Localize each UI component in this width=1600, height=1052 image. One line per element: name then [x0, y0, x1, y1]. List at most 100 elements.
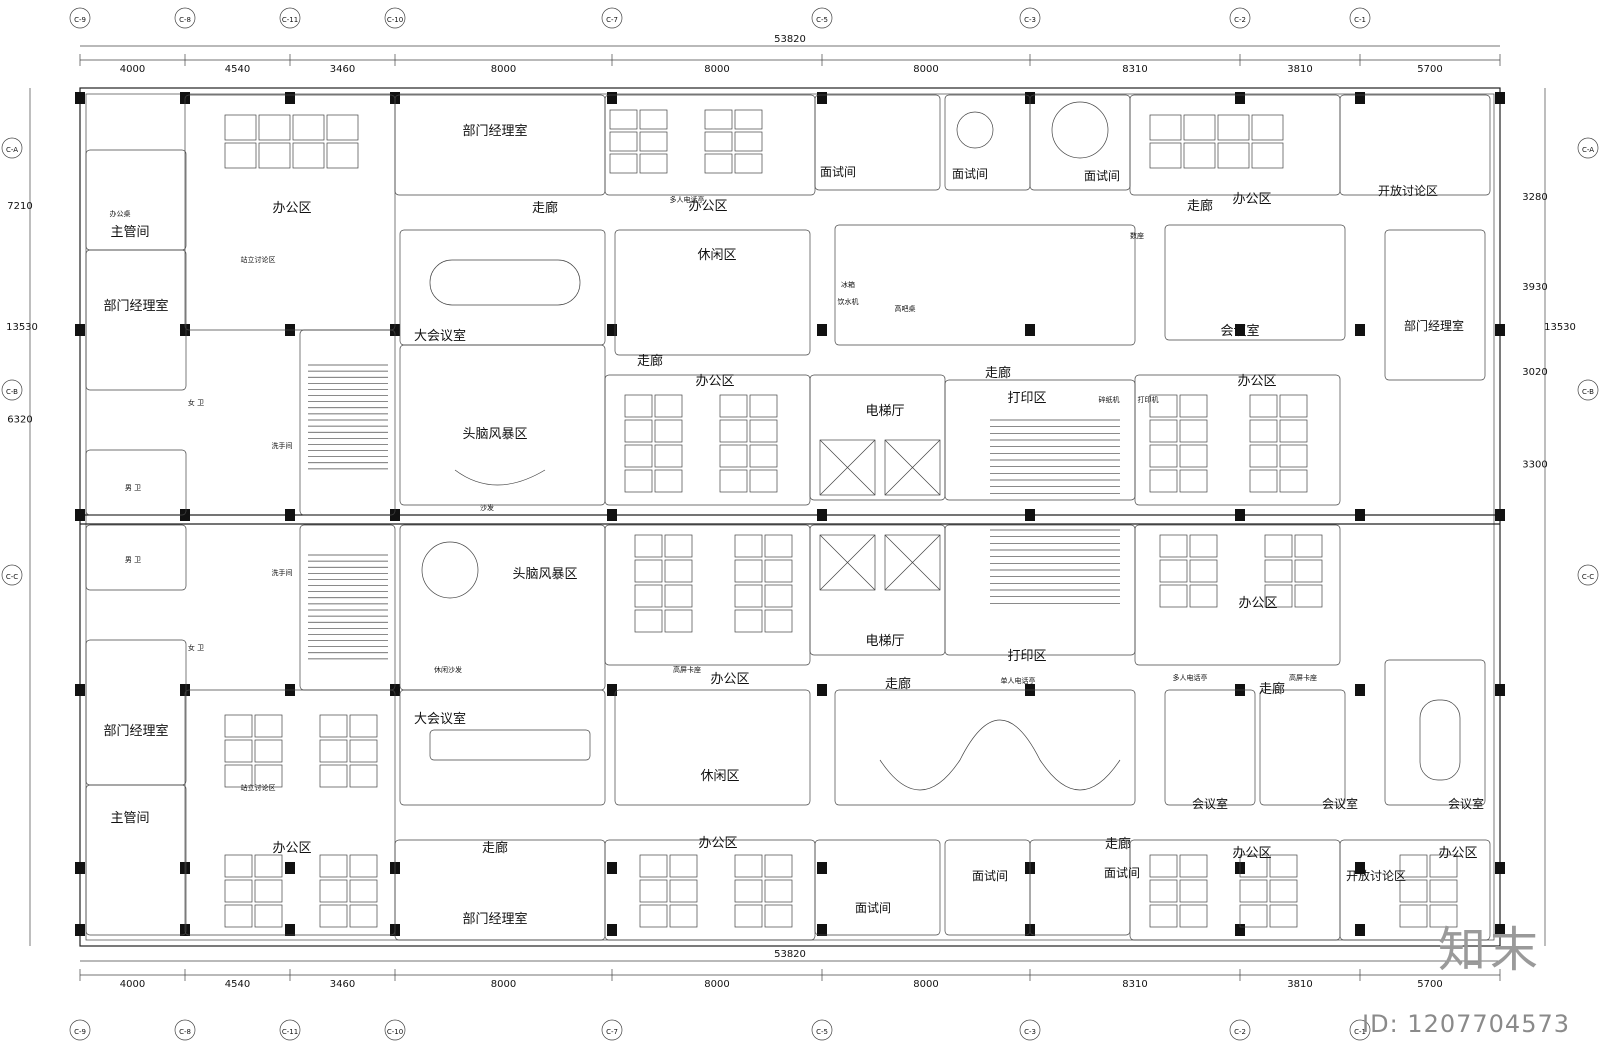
workstation [224, 879, 253, 903]
structural-column [1235, 924, 1245, 936]
workstation [1269, 879, 1298, 903]
structural-column [1495, 684, 1505, 696]
workstation [664, 584, 693, 608]
workstation [639, 879, 668, 903]
workstation [1179, 419, 1208, 443]
conference-table [429, 729, 591, 761]
room-label-elevator-top: 电梯厅 [865, 404, 904, 419]
workstation [254, 764, 283, 788]
workstation [1239, 854, 1268, 878]
axis-tag: C-8 [179, 16, 191, 24]
workstation [1279, 394, 1308, 418]
axis-tag: C-11 [282, 16, 298, 24]
conference-table [1419, 699, 1461, 781]
room-label-corridor-b: 走廊 [1187, 198, 1213, 214]
room-label-meeting-b2: 会议室 [1322, 796, 1358, 811]
axis-tag-circle [811, 7, 833, 29]
room-label-interview-3: 面试间 [1084, 168, 1120, 183]
dimension-bottom: 5700 [1417, 979, 1442, 990]
side-dimension: 3300 [1522, 460, 1547, 471]
workstation [319, 904, 348, 928]
elevator-cross [819, 534, 876, 591]
row-tag: C-A [6, 146, 18, 154]
row-tag-circle [1577, 137, 1599, 159]
workstation [634, 534, 663, 558]
workstation [224, 904, 253, 928]
workstation [664, 609, 693, 633]
round-table [956, 111, 994, 149]
workstation [734, 109, 763, 130]
workstation [258, 142, 291, 169]
workstation [704, 109, 733, 130]
watermark-brand: 知末 [1437, 922, 1542, 978]
structural-column [1495, 509, 1505, 521]
workstation [734, 854, 763, 878]
workstation [319, 854, 348, 878]
workstation [1239, 879, 1268, 903]
dimension-bottom: 8310 [1122, 979, 1147, 990]
workstation [609, 109, 638, 130]
elevator-cross [884, 439, 941, 496]
row-tag-circle [1, 137, 23, 159]
workstation [749, 394, 778, 418]
structural-column [1235, 509, 1245, 521]
structural-column [75, 924, 85, 936]
workstation [1149, 114, 1182, 141]
workstation [224, 764, 253, 788]
structural-column [607, 862, 617, 874]
room-label-interview-1: 面试间 [820, 164, 856, 179]
structural-column [75, 684, 85, 696]
room-label-dept-mgr-right: 部门经理室 [1404, 318, 1464, 333]
workstation [764, 559, 793, 583]
annotation-wash_bottom: 洗手间 [272, 568, 293, 577]
dimension-top: 4540 [225, 64, 250, 75]
structural-column [75, 92, 85, 104]
room-label-corridor-c: 走廊 [637, 353, 663, 369]
room-label-lounge-top: 休闲区 [697, 248, 736, 263]
workstation [1399, 879, 1428, 903]
room-boundary [184, 94, 396, 331]
structural-column [1495, 324, 1505, 336]
workstation [254, 904, 283, 928]
room-boundary [394, 94, 606, 196]
workstation [734, 904, 763, 928]
structural-column [607, 92, 617, 104]
room-boundary [834, 689, 1136, 806]
annotation-fridge: 冰箱 [841, 280, 855, 289]
room-label-office-a: 办公区 [272, 201, 311, 216]
inner-wall [85, 93, 1495, 941]
annotation-bar_table: 高吧桌 [895, 304, 916, 313]
room-label-corridor-d: 走廊 [985, 365, 1011, 381]
axis-tag: C-1 [1354, 16, 1366, 24]
axis-tag: C-11 [282, 1028, 298, 1036]
row-tag-circle [1577, 564, 1599, 586]
row-tag-circle [1, 379, 23, 401]
room-label-big-meeting-top: 大会议室 [414, 328, 466, 344]
watermark-id: ID: 1207704573 [1362, 1010, 1570, 1038]
workstation [254, 739, 283, 763]
axis-tag-circle [1019, 7, 1041, 29]
room-boundary [809, 374, 946, 501]
workstation [704, 153, 733, 174]
side-dimension: 3280 [1522, 192, 1547, 203]
axis-tag-circle [1349, 7, 1371, 29]
workstation [1183, 114, 1216, 141]
workstation [624, 394, 653, 418]
conference-table [429, 259, 581, 306]
row-tag: C-B [1582, 388, 1594, 396]
dimension-top: 8000 [704, 64, 729, 75]
workstation [1399, 854, 1428, 878]
room-label-interview-4: 面试间 [855, 900, 891, 915]
room-boundary [604, 524, 811, 666]
workstation [669, 904, 698, 928]
axis-tag: C-2 [1234, 1028, 1246, 1036]
workstation [326, 114, 359, 141]
workstation [624, 444, 653, 468]
room-boundary [399, 689, 606, 806]
workstation [1429, 854, 1458, 878]
room-label-office-k: 办公区 [1438, 846, 1477, 861]
dimension-bottom: 3460 [330, 979, 355, 990]
round-table [421, 541, 479, 599]
workstation [224, 739, 253, 763]
structural-column [285, 924, 295, 936]
